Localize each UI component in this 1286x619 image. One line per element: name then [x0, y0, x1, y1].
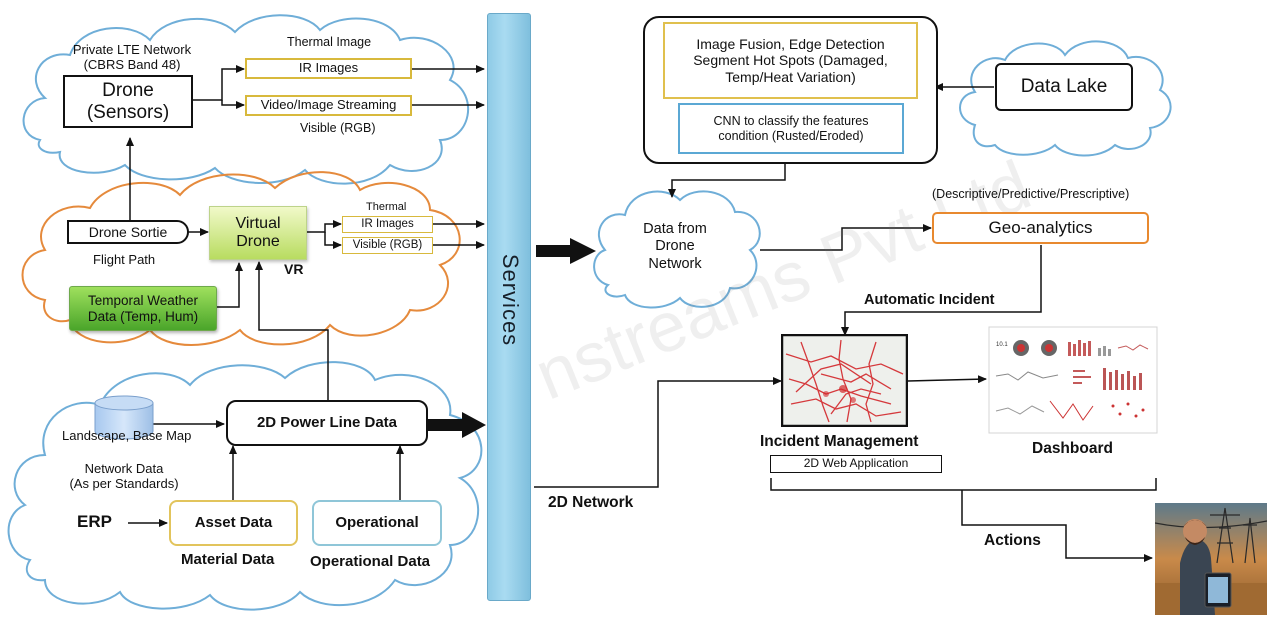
- services-bar[interactable]: [487, 13, 531, 601]
- temporal-weather-box[interactable]: Temporal Weather Data (Temp, Hum): [69, 286, 217, 331]
- visible-rgb-small-box[interactable]: Visible (RGB): [342, 237, 433, 254]
- erp-label: ERP: [77, 512, 112, 531]
- incident-management-label: Incident Management: [760, 433, 919, 450]
- material-data-label: Material Data: [181, 551, 275, 568]
- data-lake-box[interactable]: Data Lake: [995, 63, 1133, 111]
- vr-label: VR: [284, 261, 304, 277]
- network-data-label: Network Data (As per Standards): [69, 461, 179, 491]
- field-worker-photo: [1155, 503, 1267, 615]
- operational-box[interactable]: Operational: [312, 500, 442, 546]
- cloud-data-lake: [959, 40, 1172, 157]
- thermal-image-label: Thermal Image: [287, 35, 372, 49]
- dashboard-header-value: 10.1: [996, 342, 1008, 348]
- geo-analytics-box[interactable]: Geo-analytics: [932, 212, 1149, 244]
- private-lte-label: Private LTE Network (CBRS Band 48): [72, 42, 192, 72]
- cloud-network: [7, 361, 483, 611]
- drone-sensors-box[interactable]: Drone (Sensors): [63, 75, 193, 128]
- actions-label: Actions: [984, 532, 1041, 549]
- automatic-incident-label: Automatic Incident: [864, 292, 995, 308]
- dashboard-label: Dashboard: [1032, 440, 1113, 457]
- actions-bracket: [770, 478, 1157, 500]
- cloud-flight-path: [21, 171, 461, 346]
- analytics-types-label: (Descriptive/Predictive/Prescriptive): [932, 187, 1130, 201]
- landscape-label: Landscape, Base Map: [62, 428, 192, 443]
- database-icon: [94, 395, 154, 440]
- ir-images-box[interactable]: IR Images: [245, 58, 412, 79]
- network-2d-label: 2D Network: [548, 494, 634, 511]
- thick-arrow-services: [536, 238, 596, 264]
- services-label: Services: [498, 253, 523, 347]
- thick-arrow-powerline: [428, 412, 486, 438]
- virtual-drone-box[interactable]: Virtual Drone: [209, 206, 307, 260]
- dashboard-thumbnail[interactable]: 10.1: [988, 326, 1158, 434]
- web-application-box[interactable]: 2D Web Application: [770, 455, 942, 473]
- asset-data-box[interactable]: Asset Data: [169, 500, 298, 546]
- image-fusion-box: Image Fusion, Edge Detection Segment Hot…: [663, 22, 918, 99]
- video-streaming-box[interactable]: Video/Image Streaming: [245, 95, 412, 116]
- flight-path-label: Flight Path: [93, 252, 156, 267]
- visible-rgb-label: Visible (RGB): [300, 121, 376, 135]
- thermal-small-label: Thermal: [366, 201, 407, 213]
- operational-data-label: Operational Data: [310, 553, 431, 570]
- cloud-drone-network: [593, 190, 761, 309]
- cnn-box: CNN to classify the features condition (…: [678, 103, 904, 154]
- data-from-drone-network-label: Data from Drone Network: [643, 221, 707, 272]
- incident-map-thumbnail[interactable]: [781, 334, 908, 427]
- drone-sortie-box[interactable]: Drone Sortie: [67, 220, 189, 244]
- power-line-data-box[interactable]: 2D Power Line Data: [226, 400, 428, 446]
- cloud-lte: [22, 14, 469, 185]
- ir-images-small-box[interactable]: IR Images: [342, 216, 433, 233]
